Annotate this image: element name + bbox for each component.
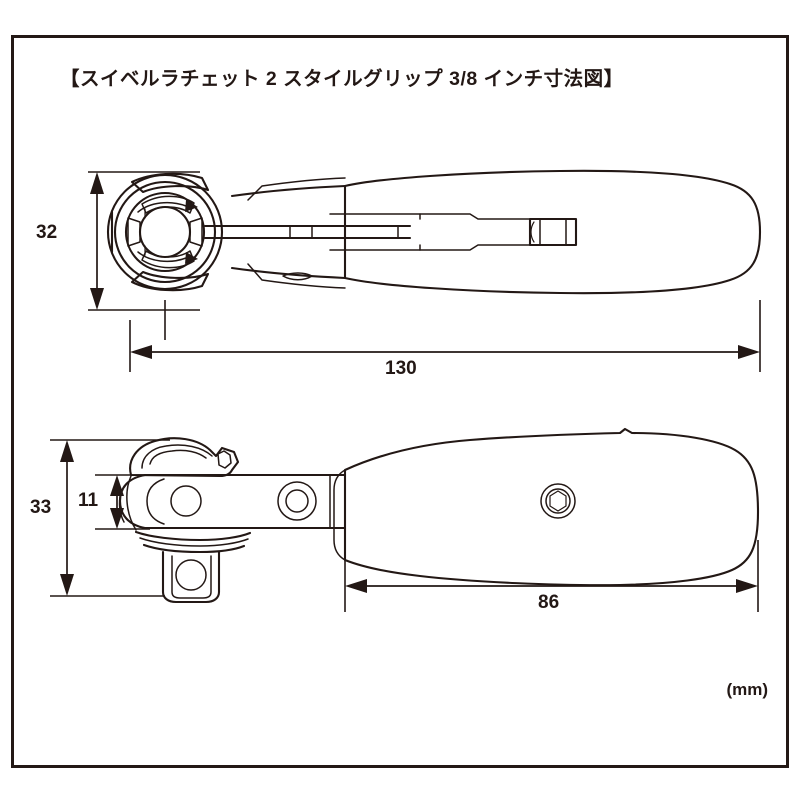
drawing-frame-border bbox=[11, 35, 789, 768]
page-title: 【スイベルラチェット 2 スタイルグリップ 3/8 インチ寸法図】 bbox=[60, 68, 624, 90]
dimension-label-body-thickness: 11 bbox=[78, 490, 99, 511]
unit-note: (mm) bbox=[726, 680, 768, 699]
dimension-label-overall-height: 33 bbox=[30, 497, 52, 518]
dimension-label-overall-length: 130 bbox=[385, 358, 417, 379]
dimension-label-grip-length: 86 bbox=[538, 592, 560, 613]
dimension-label-head-height: 32 bbox=[36, 222, 58, 243]
